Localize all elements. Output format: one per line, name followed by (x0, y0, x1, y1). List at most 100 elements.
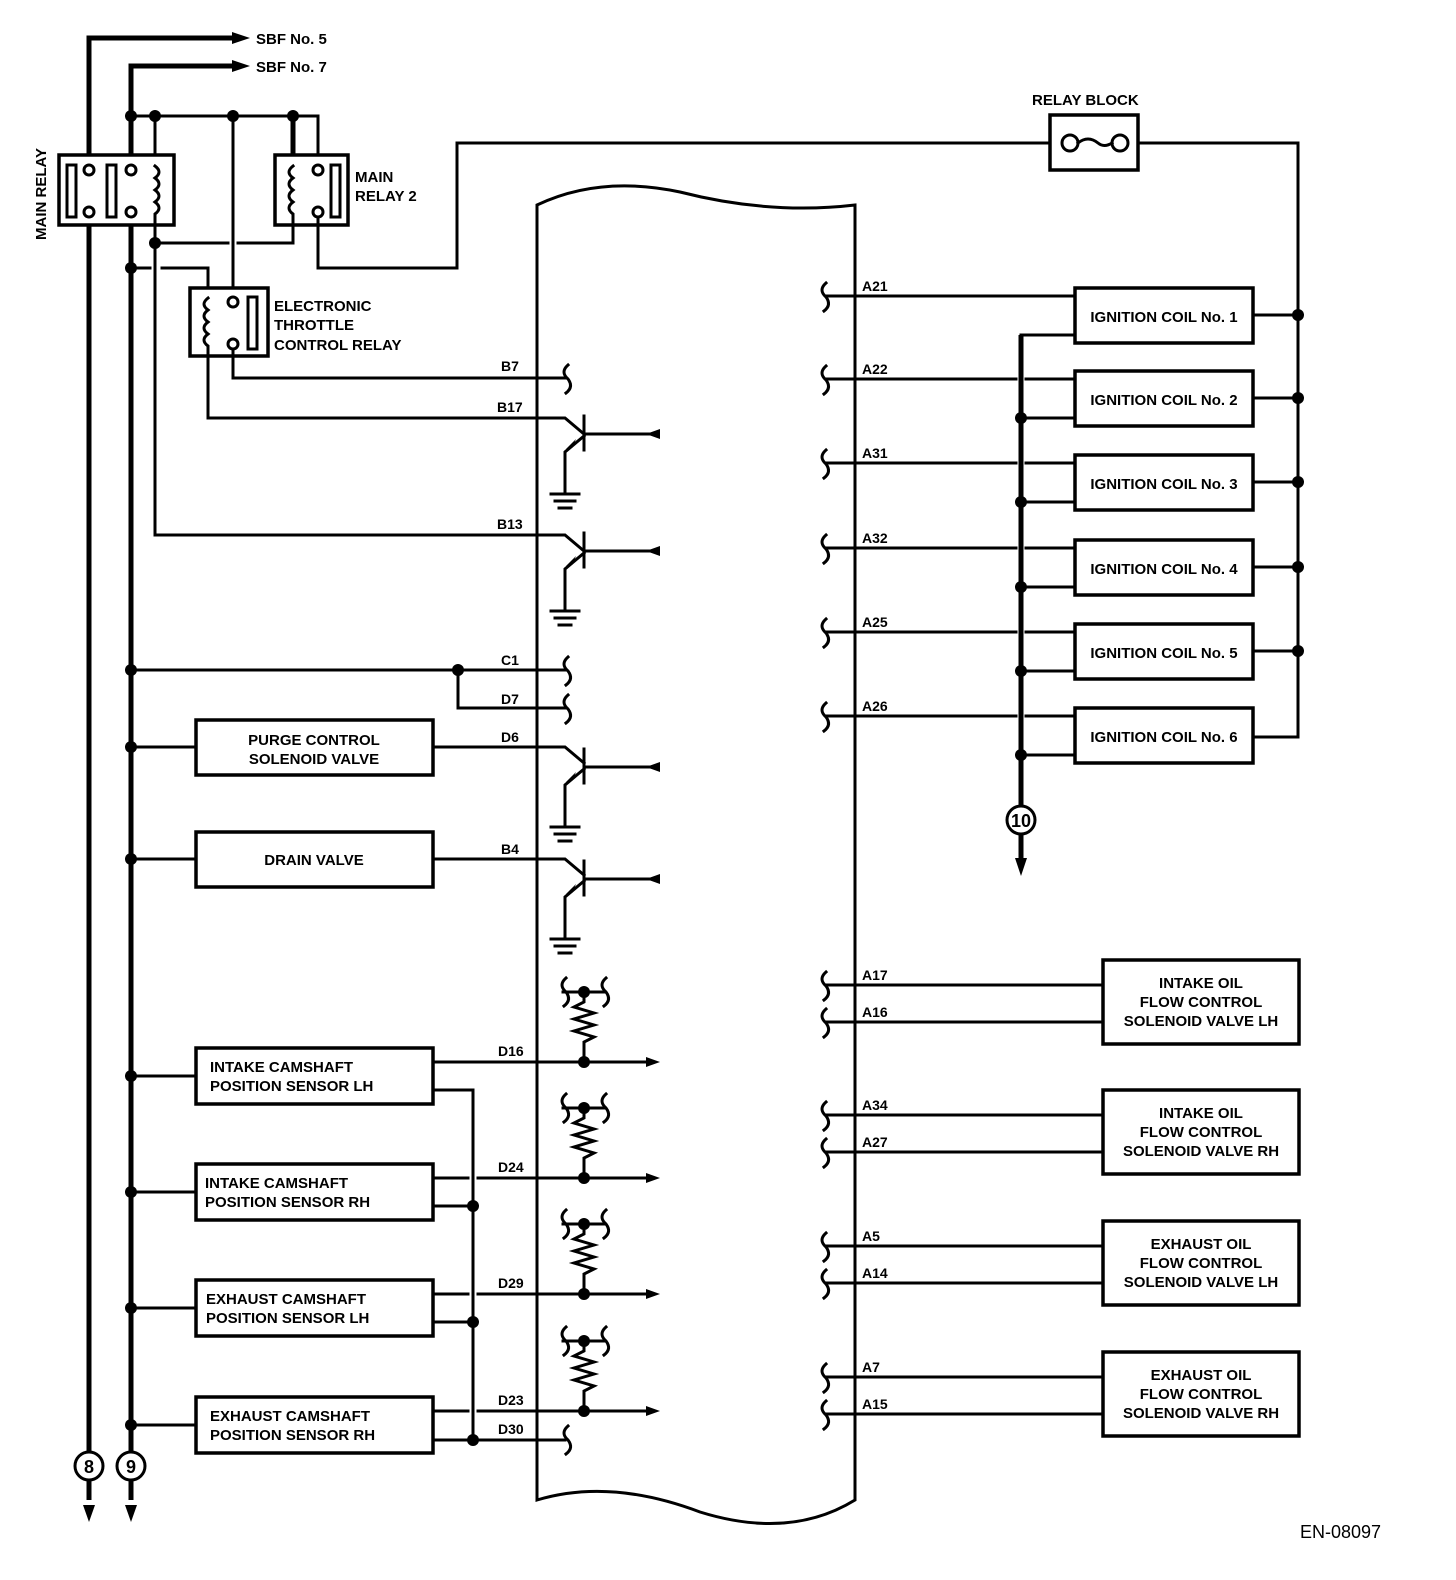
ecm-driver-transistors (549, 414, 660, 955)
ground-icon (549, 492, 581, 510)
sensor-label: POSITION SENSOR RH (210, 1427, 375, 1444)
arrow-down-icon (125, 1505, 137, 1522)
sensor-label: INTAKE CAMSHAFT (210, 1059, 353, 1076)
pin-label: D23 (498, 1392, 524, 1408)
pin-d30: D30 (498, 1421, 524, 1437)
arrow-down-icon (1015, 858, 1027, 876)
camshaft-sensor: INTAKE CAMSHAFT POSITION SENSOR LH D16 (125, 975, 660, 1106)
wire-b17 (206, 354, 587, 437)
sbf-7-label: SBF No. 7 (256, 59, 327, 76)
main-relay-2-label-2: RELAY 2 (355, 188, 417, 205)
etc-relay-label-3: CONTROL RELAY (274, 337, 402, 354)
resistor-icon (560, 1324, 611, 1417)
figure-code: EN-08097 (1300, 1522, 1381, 1542)
arrow-down-icon (83, 1505, 95, 1522)
camshaft-sensor: EXHAUST CAMSHAFT POSITION SENSOR RH D23 (125, 1324, 660, 1455)
valve-label: INTAKE OIL (1159, 1105, 1243, 1122)
pin-label: D29 (498, 1275, 524, 1291)
pin-label: D16 (498, 1043, 524, 1059)
pin-label: D24 (498, 1159, 524, 1175)
wire-d6 (431, 745, 587, 766)
pin-b13: B13 (497, 516, 523, 532)
pin-b7: B7 (501, 358, 519, 374)
coil-label: IGNITION COIL No. 5 (1090, 645, 1237, 662)
main-relay-2: MAIN RELAY 2 (273, 153, 417, 227)
pin-label: A15 (862, 1396, 888, 1412)
pin-label: A27 (862, 1134, 888, 1150)
relay-block-feed (316, 141, 1052, 270)
coil-icon (202, 295, 211, 358)
main-relay-2-label-1: MAIN (355, 169, 393, 186)
valve-label: SOLENOID VALVE LH (1124, 1013, 1278, 1030)
sbf-7-line: SBF No. 7 (128, 59, 327, 1500)
sbf-5-label: SBF No. 5 (256, 31, 327, 48)
pin-label: A25 (862, 614, 888, 630)
wire-d7 (456, 668, 567, 710)
electronic-throttle-control-relay: ELECTRONIC THROTTLE CONTROL RELAY (188, 286, 402, 358)
pin-label: A17 (862, 967, 888, 983)
pin-label: A21 (862, 278, 888, 294)
pin-label: A7 (862, 1359, 880, 1375)
top-bus (129, 114, 320, 168)
pin-d7: D7 (501, 691, 519, 707)
pin-b17: B17 (497, 399, 523, 415)
connector-8-label: 8 (84, 1457, 94, 1477)
drain-valve: DRAIN VALVE (194, 830, 435, 889)
valve-label: EXHAUST OIL (1151, 1367, 1252, 1384)
connector-10-label: 10 (1011, 811, 1031, 831)
pin-label: A26 (862, 698, 888, 714)
valve-label: EXHAUST OIL (1151, 1236, 1252, 1253)
coil-icon (152, 163, 161, 226)
valve-label: SOLENOID VALVE LH (1124, 1274, 1278, 1291)
sensor-label: POSITION SENSOR LH (210, 1078, 373, 1095)
purge-label-1: PURGE CONTROL (248, 732, 380, 749)
sensor-label: POSITION SENSOR RH (205, 1194, 370, 1211)
resistor-icon (560, 975, 611, 1068)
pin-label: A5 (862, 1228, 880, 1244)
ground-icon (549, 937, 581, 955)
pin-c1: C1 (501, 652, 519, 668)
main-relay-label: MAIN RELAY (33, 148, 50, 240)
wire-b13 (153, 533, 587, 554)
connector-8: 8 (73, 1450, 105, 1522)
coil-label: IGNITION COIL No. 1 (1090, 309, 1237, 326)
coil-power-bus (1136, 141, 1300, 739)
connector-9: 9 (115, 1450, 147, 1522)
pin-d6: D6 (501, 729, 519, 745)
sensor-label: INTAKE CAMSHAFT (205, 1175, 348, 1192)
wire-b7 (231, 347, 567, 380)
fuse-icon (1075, 137, 1115, 147)
transistor-icon (549, 747, 660, 843)
pin-label: A32 (862, 530, 888, 546)
pin-label: A22 (862, 361, 888, 377)
camshaft-sensor: INTAKE CAMSHAFT POSITION SENSOR RH D24 (125, 1091, 660, 1222)
transistor-icon (549, 531, 660, 627)
connector-10: 10 (1005, 804, 1037, 876)
resistor-icon (560, 1091, 611, 1184)
wire-b4 (431, 857, 587, 878)
pin-b4: B4 (501, 841, 519, 857)
coil-label: IGNITION COIL No. 4 (1090, 561, 1238, 578)
relay-block-label: RELAY BLOCK (1032, 92, 1139, 109)
ground-icon (549, 825, 581, 843)
valve-label: FLOW CONTROL (1140, 1255, 1262, 1272)
valve-label: FLOW CONTROL (1140, 994, 1262, 1011)
sensor-label: EXHAUST CAMSHAFT (210, 1408, 370, 1425)
purge-control-solenoid-valve: PURGE CONTROL SOLENOID VALVE (194, 718, 435, 777)
ground-icon (549, 609, 581, 627)
drain-valve-label: DRAIN VALVE (264, 852, 363, 869)
valve-label: SOLENOID VALVE RH (1123, 1143, 1279, 1160)
coil-icon (287, 163, 296, 226)
coil-label: IGNITION COIL No. 6 (1090, 729, 1237, 746)
